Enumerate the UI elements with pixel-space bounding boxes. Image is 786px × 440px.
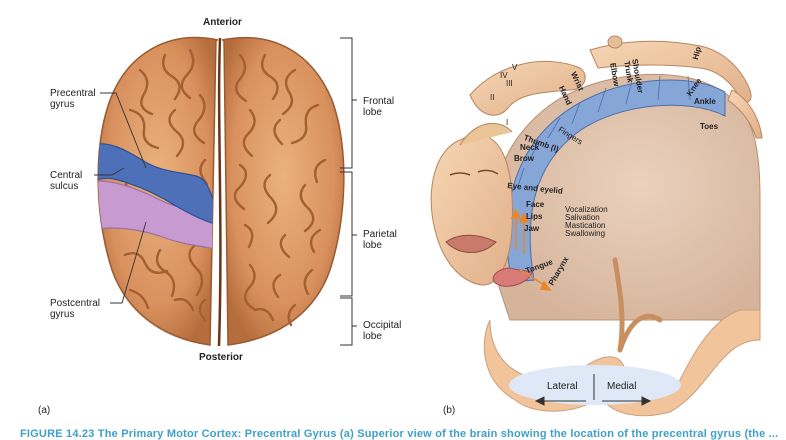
function-vocalization: Vocalization: [565, 205, 608, 214]
medial-label: Medial: [607, 381, 637, 392]
precentral-gyrus-label: Precentral gyrus: [50, 88, 96, 110]
digit-i-label: I: [506, 118, 509, 127]
strip-segments: [517, 75, 691, 187]
homunculus-face: [430, 122, 533, 287]
posterior-label: Posterior: [199, 352, 243, 363]
lobe-brackets: [340, 37, 357, 346]
lateral-label: Lateral: [547, 381, 578, 392]
neck-label: Neck: [520, 143, 540, 152]
brow-label: Brow: [514, 154, 534, 163]
homunculus-body: [589, 35, 763, 139]
figure-caption: FIGURE 14.23 The Primary Motor Cortex: P…: [20, 428, 779, 440]
central-sulcus-label: Central sulcus: [50, 170, 83, 192]
oral-functions-list: Vocalization Salivation Mastication Swal…: [565, 206, 608, 238]
axis-arrows: [534, 396, 652, 406]
digit-ii-label: II: [490, 93, 495, 102]
motor-strip: [506, 79, 726, 283]
panel-b-letter: (b): [443, 405, 456, 416]
postcentral-gyrus-label: Postcentral gyrus: [50, 298, 101, 320]
homunculus-hand: [469, 60, 586, 116]
parietal-lobe-label: Parietal lobe: [363, 229, 397, 251]
precentral-gyrus: [98, 143, 218, 227]
digit-iii-label: III: [506, 79, 513, 88]
ventricle: [612, 257, 663, 353]
anterior-label: Anterior: [203, 17, 242, 28]
jaw-label: Jaw: [524, 224, 540, 233]
ankle-label: Ankle: [694, 97, 716, 106]
motor-homunculus: [430, 35, 763, 417]
leader-lines: [94, 92, 147, 304]
oral-arrows: [510, 208, 552, 291]
function-salivation: Salivation: [565, 213, 600, 222]
digit-v-label: V: [512, 63, 518, 72]
digit-iv-label: IV: [500, 71, 508, 80]
brain-superior-view: [94, 36, 357, 347]
function-swallowing: Swallowing: [565, 229, 606, 238]
toes-label: Toes: [700, 122, 719, 131]
function-mastication: Mastication: [565, 221, 606, 230]
face-label: Face: [526, 200, 545, 209]
frontal-lobe-label: Frontal lobe: [363, 96, 395, 118]
longitudinal-fissure: [217, 37, 222, 347]
right-hemisphere: [221, 36, 345, 346]
panel-a-letter: (a): [38, 405, 51, 416]
lips-label: Lips: [526, 212, 543, 221]
occipital-lobe-label: Occipital lobe: [363, 320, 402, 342]
postcentral-gyrus: [98, 180, 218, 251]
axis-ellipse: [509, 365, 681, 405]
